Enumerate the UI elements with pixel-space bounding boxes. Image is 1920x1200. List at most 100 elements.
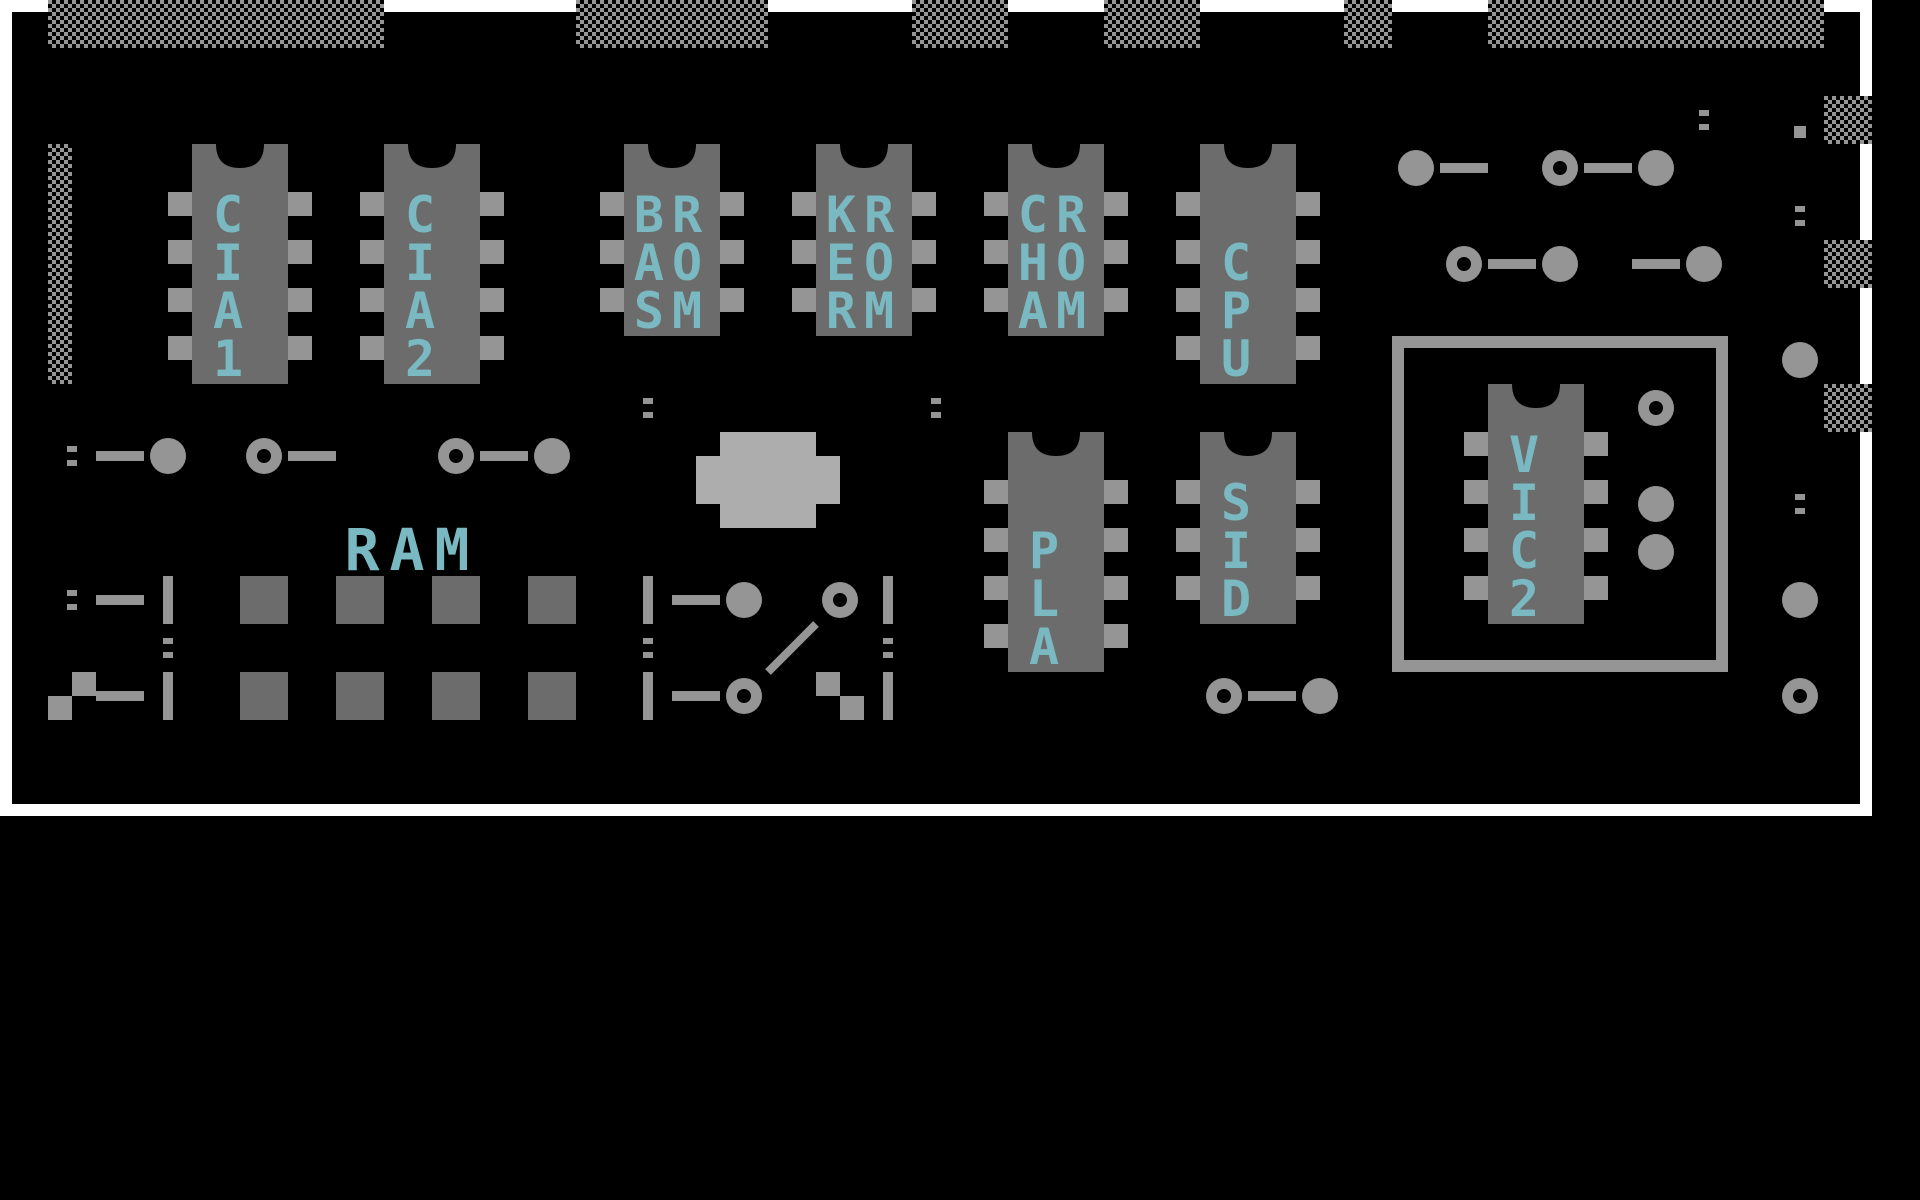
chip-body [1008, 144, 1104, 336]
ram-chip [528, 672, 576, 720]
ram-chip [336, 672, 384, 720]
chip-label-line: 1 [213, 330, 243, 388]
chip-cpu: CPU [1176, 144, 1320, 388]
chip-pin [984, 192, 1008, 216]
chip-pin [288, 336, 312, 360]
chip-pin [984, 576, 1008, 600]
chip-body [384, 144, 480, 384]
chip-body [192, 144, 288, 384]
chip-pin [1296, 528, 1320, 552]
tick-mark [1795, 508, 1805, 514]
chip-pin [1296, 576, 1320, 600]
solder-dot [1638, 150, 1674, 186]
chip-pin [168, 288, 192, 312]
chip-label-line: A [1029, 618, 1059, 676]
chip-pin [600, 288, 624, 312]
solder-dot [1782, 342, 1818, 378]
chip-pin [1296, 336, 1320, 360]
chip-label-line: 2 [1509, 570, 1539, 628]
chip-pin [1176, 576, 1200, 600]
chip-pin [912, 192, 936, 216]
chip-body [624, 144, 720, 336]
chip-pin [1584, 480, 1608, 504]
trace-bar [1584, 163, 1632, 173]
chip-label-line: P [1221, 282, 1251, 340]
chip-label-line: I [213, 234, 243, 292]
chip-label-line: AM [1018, 282, 1094, 340]
diagonal-trace [765, 621, 819, 675]
chip-label-line: C [213, 186, 243, 244]
pixel-square [72, 672, 96, 696]
chip-body [1008, 432, 1104, 672]
chip-pin [720, 192, 744, 216]
chip-label-line: EO [826, 234, 902, 292]
ram-label: RAM [345, 516, 480, 584]
tick-mark [1699, 110, 1709, 116]
tick-mark [1795, 206, 1805, 212]
chip-label-line: SM [634, 282, 710, 340]
chip-pin [1296, 240, 1320, 264]
tick-mark [1699, 124, 1709, 130]
chip-notch [840, 144, 888, 168]
chip-pin [360, 240, 384, 264]
chip-pin [1176, 240, 1200, 264]
chip-sid: SID [1176, 432, 1320, 628]
chip-pin [288, 192, 312, 216]
trace-bar [1440, 163, 1488, 173]
tick-mark [1795, 220, 1805, 226]
chip-pin [480, 336, 504, 360]
trace-bar [1248, 691, 1296, 701]
chip-pin [1104, 576, 1128, 600]
chip-label-line: P [1029, 522, 1059, 580]
chip-notch [1224, 432, 1272, 456]
chip-notch [216, 144, 264, 168]
trace-bar [163, 672, 173, 720]
chip-pin [168, 240, 192, 264]
pixel-square [816, 672, 840, 696]
chip-pin [1176, 480, 1200, 504]
chip-pin [1104, 240, 1128, 264]
ram-chip [432, 672, 480, 720]
chip-pin [168, 336, 192, 360]
chip-pin [912, 240, 936, 264]
chip-notch [648, 144, 696, 168]
tick-mark [931, 412, 941, 418]
chip-pin [1296, 480, 1320, 504]
trace-bar [163, 576, 173, 624]
tick-mark [67, 590, 77, 596]
chip-label-line: A [213, 282, 243, 340]
trace-bar [672, 595, 720, 605]
chip-pin [792, 240, 816, 264]
tick-mark [67, 604, 77, 610]
chip-label-line: C [1221, 234, 1251, 292]
chip-pin [1584, 528, 1608, 552]
chip-label-line: 2 [405, 330, 435, 388]
chip-pin [984, 240, 1008, 264]
chip-pin [480, 192, 504, 216]
trace-bar [672, 691, 720, 701]
small-components [48, 110, 1818, 720]
chip-pin [792, 192, 816, 216]
chip-pin [1584, 432, 1608, 456]
trace-bar [643, 576, 653, 624]
chip-label-line: RM [826, 282, 902, 340]
chip-pin [1464, 576, 1488, 600]
trace-bar [1632, 259, 1680, 269]
chip-notch [1512, 384, 1560, 408]
chip-label-line: CR [1018, 186, 1094, 244]
pixel-square [1794, 126, 1806, 138]
tick-mark [643, 638, 653, 644]
tick-mark [643, 652, 653, 658]
chip-pin [1176, 336, 1200, 360]
chip-pin [1296, 192, 1320, 216]
solder-ring-hole [833, 593, 847, 607]
chip-body [816, 144, 912, 336]
chip-label-line: D [1221, 570, 1251, 628]
chip-pin [480, 240, 504, 264]
trace-bar [96, 691, 144, 701]
